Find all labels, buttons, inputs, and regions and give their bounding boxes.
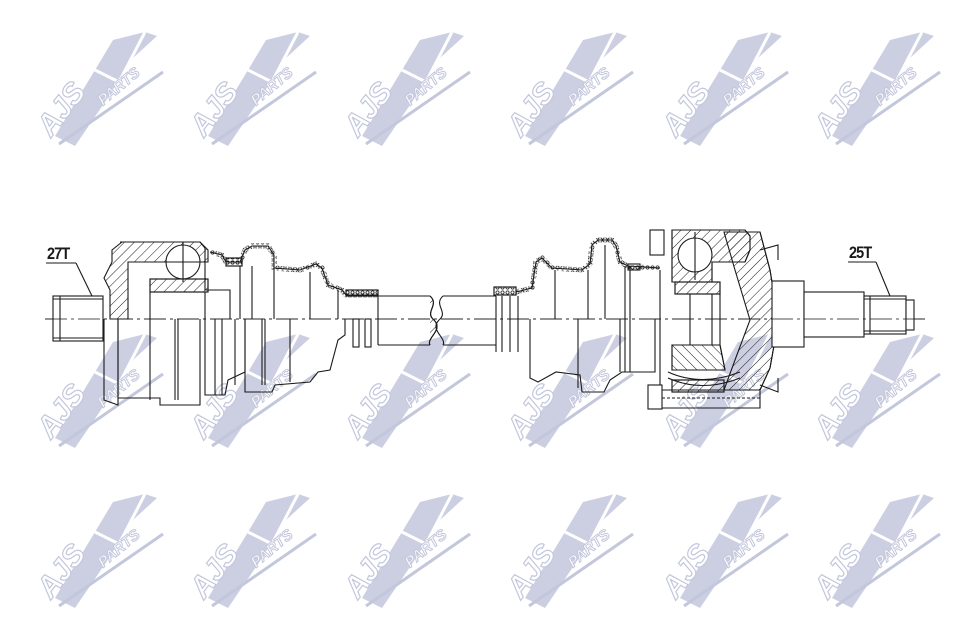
right-boot	[493, 237, 661, 393]
leader-25t	[875, 261, 891, 297]
left-cv-joint	[103, 241, 246, 406]
main-shaft	[378, 295, 496, 346]
left-spline-label: 27T	[47, 244, 70, 263]
right-stub-shaft	[771, 280, 915, 348]
leader-27t	[75, 262, 93, 297]
right-spline-label: 25T	[849, 243, 872, 262]
left-boot	[209, 243, 379, 393]
left-spline-stub	[52, 295, 104, 342]
right-cv-joint	[647, 229, 779, 410]
